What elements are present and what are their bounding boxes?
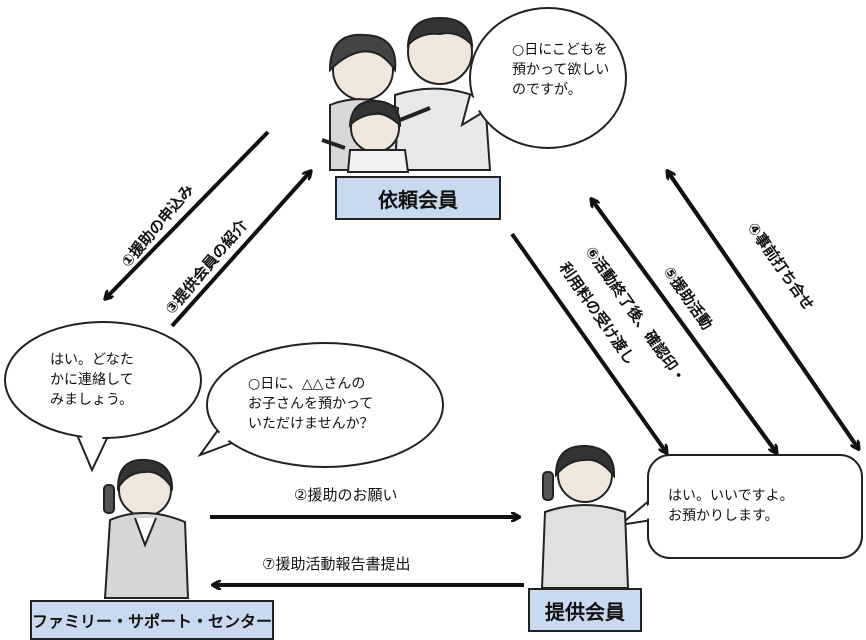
bubble-provider-reply-text: はい。いいですよ。 お預かりします。 bbox=[668, 488, 794, 524]
family-illustration bbox=[321, 16, 492, 173]
provider-illustration bbox=[540, 444, 630, 589]
node-provider: 提供会員 bbox=[528, 588, 642, 632]
node-requester: 依頼会員 bbox=[335, 176, 501, 220]
arrow-5-to-requester bbox=[592, 200, 778, 454]
speech-bubble-center-reply bbox=[4, 321, 202, 473]
speech-bubble-center-request bbox=[197, 342, 444, 468]
bubble-center-request-text: ○日に、△△さんの お子さんを預かって いただけませんか？ bbox=[248, 376, 374, 432]
bubble-requester-text: ○日にこどもを 預かって欲しい のですが。 bbox=[512, 42, 610, 98]
bubble-center-reply-text: はい。どなた かに連絡して みましょう。 bbox=[50, 352, 134, 408]
edge-label-7: ⑦援助活動報告書提出 bbox=[262, 555, 411, 573]
arrow-1 bbox=[106, 130, 270, 298]
arrow-4-to-requester bbox=[668, 172, 860, 450]
node-center: ファミリー・サポート・センター bbox=[30, 600, 274, 640]
arrow-3 bbox=[170, 172, 310, 328]
edge-label-2: ②援助のお願い bbox=[294, 486, 398, 504]
center-staff-illustration bbox=[103, 458, 190, 599]
speech-bubble-requester bbox=[460, 7, 627, 149]
arrow-6 bbox=[510, 232, 666, 452]
